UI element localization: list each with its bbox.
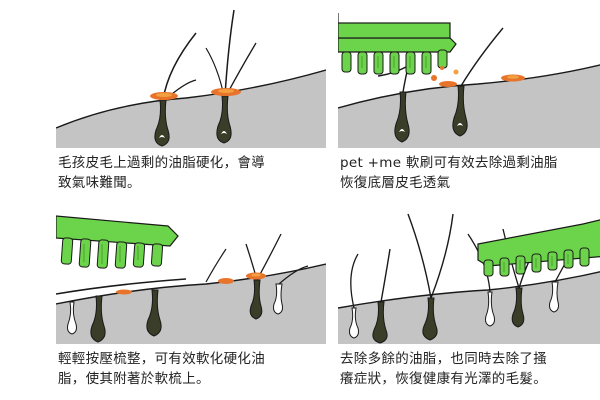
- healthy-fur-illustration: [338, 204, 600, 344]
- caption-line: 輕輕按壓梳整，可有效軟化硬化油: [58, 351, 265, 367]
- step-3-panel: 輕輕按壓梳整，可有效軟化硬化油 脂，使其附著於軟梳上。: [56, 204, 326, 397]
- brush-icon: [338, 13, 457, 75]
- caption-line: 脂，使其附著於軟梳上。: [58, 371, 210, 387]
- brush-removing-oil-illustration: [338, 8, 600, 148]
- step-2-caption: pet +me 軟刷可有效去除過剩油脂 恢復底層皮毛透氣: [340, 153, 600, 193]
- brush-icon: [477, 219, 600, 277]
- step-4-panel: 去除多餘的油脂，也同時去除了搔 癢症狀，恢復健康有光澤的毛髮。: [338, 204, 600, 397]
- step-2-panel: pet +me 軟刷可有效去除過剩油脂 恢復底層皮毛透氣: [338, 8, 600, 201]
- caption-line: pet +me 軟刷可有效去除過剩油脂: [340, 155, 558, 171]
- step-1-caption: 毛孩皮毛上過剩的油脂硬化，會導 致氣味難聞。: [58, 153, 324, 193]
- caption-line: 恢復底層皮毛透氣: [340, 175, 451, 191]
- step-4-caption: 去除多餘的油脂，也同時去除了搔 癢症狀，恢復健康有光澤的毛髮。: [340, 349, 600, 389]
- caption-line: 去除多餘的油脂，也同時去除了搔: [340, 351, 547, 367]
- caption-line: 毛孩皮毛上過剩的油脂硬化，會導: [58, 155, 265, 171]
- brush-icon: [56, 215, 179, 269]
- caption-line: 致氣味難聞。: [58, 175, 141, 191]
- oily-fur-illustration: [56, 8, 326, 148]
- caption-line: 癢症狀，恢復健康有光澤的毛髮。: [340, 371, 547, 387]
- brush-pressing-illustration: [56, 204, 326, 344]
- step-3-caption: 輕輕按壓梳整，可有效軟化硬化油 脂，使其附著於軟梳上。: [58, 349, 324, 389]
- step-1-panel: 毛孩皮毛上過剩的油脂硬化，會導 致氣味難聞。: [56, 8, 326, 201]
